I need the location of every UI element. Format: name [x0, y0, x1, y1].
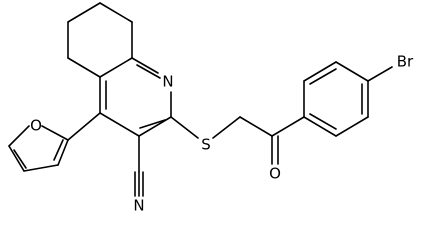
- nitrile-nitrogen-label: N: [133, 197, 144, 215]
- bond: [239, 116, 273, 137]
- bond: [335, 61, 369, 82]
- bond: [367, 66, 393, 82]
- bond: [41, 125, 69, 141]
- bond: [8, 125, 30, 147]
- atom-labels: N O S O N Br: [30, 53, 414, 215]
- bromine-label: Br: [397, 53, 414, 71]
- molecule-diagram: N O S O N Br: [8, 2, 414, 215]
- bond: [13, 149, 27, 169]
- oxygen-ketone-label: O: [269, 165, 281, 183]
- bond: [271, 116, 305, 137]
- bromophenyl-ring: [303, 61, 393, 137]
- pyridine-ring: [99, 57, 172, 137]
- bond: [335, 116, 369, 137]
- structure-canvas: N O S O N Br: [8, 2, 415, 215]
- bond: [303, 61, 337, 82]
- bond: [303, 116, 337, 137]
- nitrile-group: [134, 135, 144, 197]
- bond: [131, 57, 159, 74]
- bond: [67, 2, 101, 23]
- ketone-group: [271, 116, 305, 165]
- bond: [212, 116, 241, 139]
- bond: [139, 119, 166, 129]
- bond: [53, 139, 64, 161]
- oxygen-furan-label: O: [30, 117, 42, 135]
- bond: [309, 113, 337, 130]
- bond: [170, 116, 199, 139]
- bond: [99, 112, 140, 137]
- bond: [8, 145, 25, 172]
- thioether-linker: [170, 116, 273, 139]
- sulfur-label: S: [201, 136, 211, 154]
- bond: [57, 139, 69, 166]
- bond: [99, 57, 133, 78]
- bond: [23, 164, 59, 172]
- bond: [309, 68, 337, 85]
- bond: [99, 2, 133, 23]
- bond: [136, 64, 161, 79]
- bond: [67, 57, 101, 78]
- saturated-ring: [67, 2, 133, 78]
- furan-ring: [8, 112, 101, 172]
- bond: [67, 112, 101, 141]
- nitrogen-label: N: [162, 73, 173, 91]
